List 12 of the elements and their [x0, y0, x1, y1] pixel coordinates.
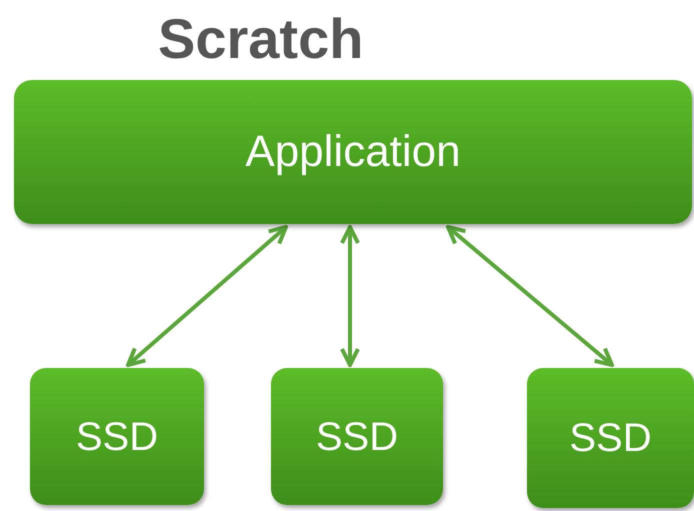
node-label: SSD — [316, 414, 398, 460]
double-arrow — [340, 225, 360, 367]
double-arrow — [126, 225, 288, 367]
title: Scratch — [158, 6, 364, 72]
node-label: Application — [245, 126, 461, 178]
node-label: SSD — [569, 415, 652, 462]
ssd-box — [527, 368, 694, 508]
ssd-box — [30, 368, 204, 505]
application-box — [14, 80, 692, 224]
node-label: SSD — [76, 414, 158, 460]
ssd-box — [271, 368, 443, 505]
double-arrow — [446, 225, 614, 367]
